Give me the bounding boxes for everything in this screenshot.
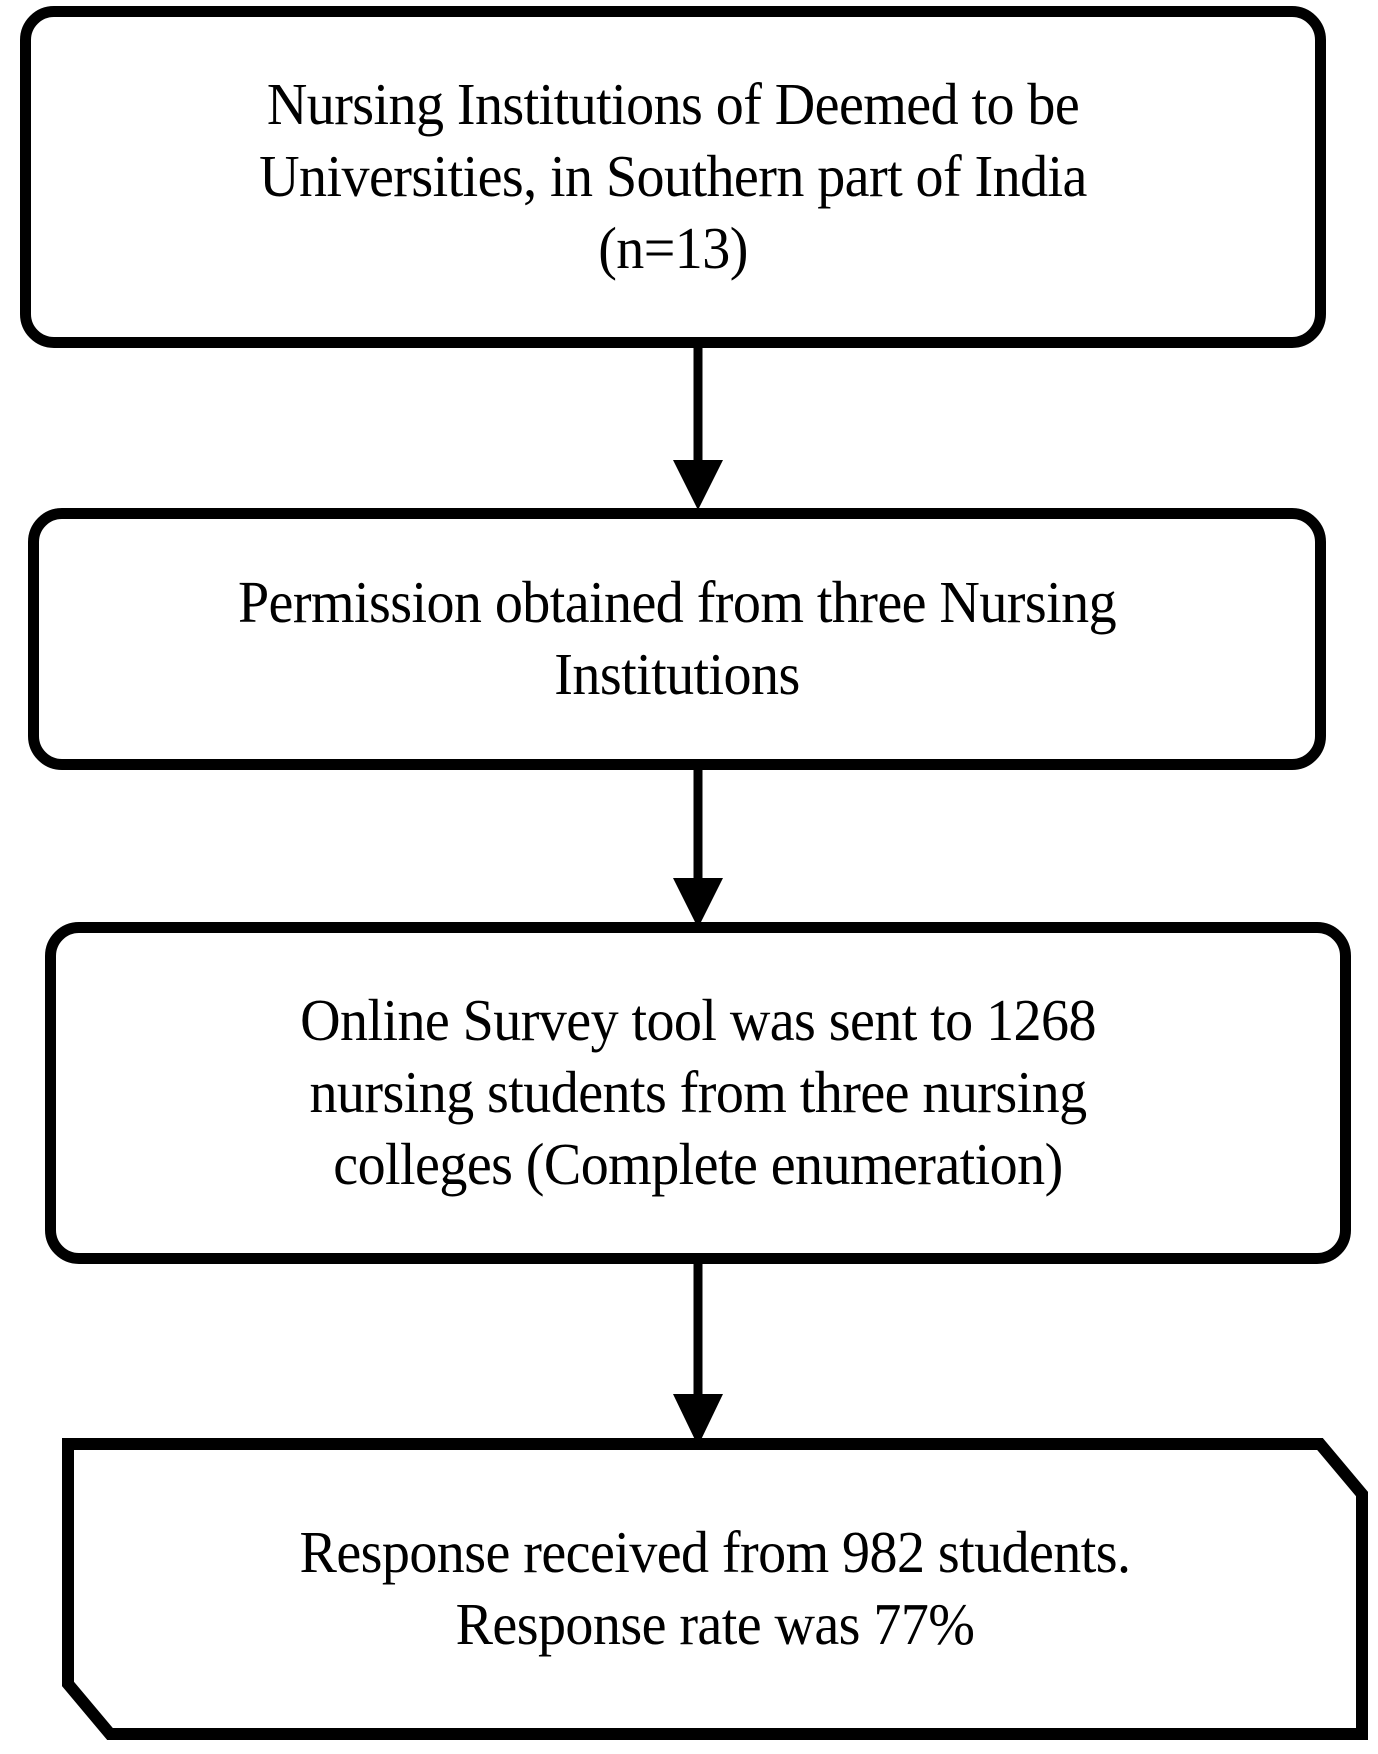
node-4-label: Response received from 982 students. Res… — [299, 1519, 1132, 1657]
arrow-down-icon-1 — [673, 346, 723, 510]
flowchart-node-institutions: Nursing Institutions of Deemed to be Uni… — [20, 6, 1326, 348]
node-1-label: Nursing Institutions of Deemed to be Uni… — [259, 71, 1087, 281]
arrow-down-icon-3 — [673, 1260, 723, 1446]
flowchart-node-permission: Permission obtained from three Nursing I… — [28, 508, 1326, 770]
arrow-down-icon-2 — [673, 766, 723, 928]
flowchart-node-survey-sent: Online Survey tool was sent to 1268 nurs… — [45, 922, 1351, 1264]
flowchart-node-response-received: Response received from 982 students. Res… — [62, 1438, 1368, 1740]
node-2-label: Permission obtained from three Nursing I… — [237, 569, 1117, 707]
node-3-label: Online Survey tool was sent to 1268 nurs… — [300, 987, 1096, 1197]
